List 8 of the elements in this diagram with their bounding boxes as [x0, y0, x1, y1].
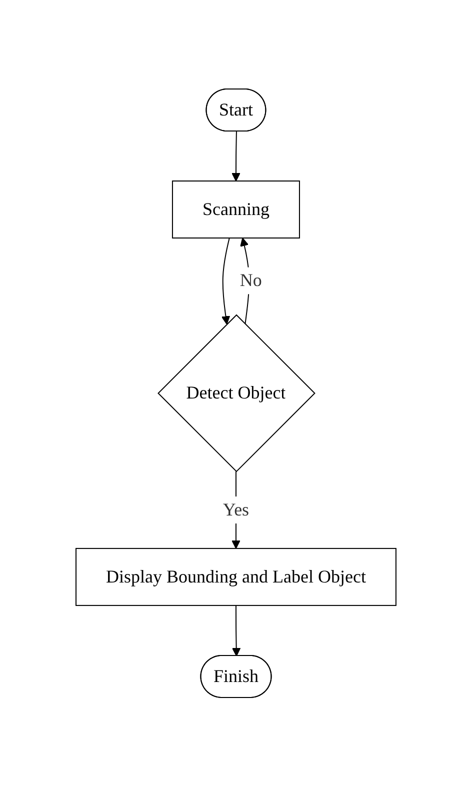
node-diamond: Detect Object: [157, 314, 315, 472]
node-box: Display Bounding and Label Object: [75, 548, 396, 606]
arrow: [231, 605, 240, 657]
arrow: [220, 238, 230, 325]
edge-label: Yes: [222, 500, 249, 520]
node-box: Scanning: [172, 180, 300, 239]
arrow: [231, 131, 240, 182]
edge-label: No: [239, 270, 262, 291]
